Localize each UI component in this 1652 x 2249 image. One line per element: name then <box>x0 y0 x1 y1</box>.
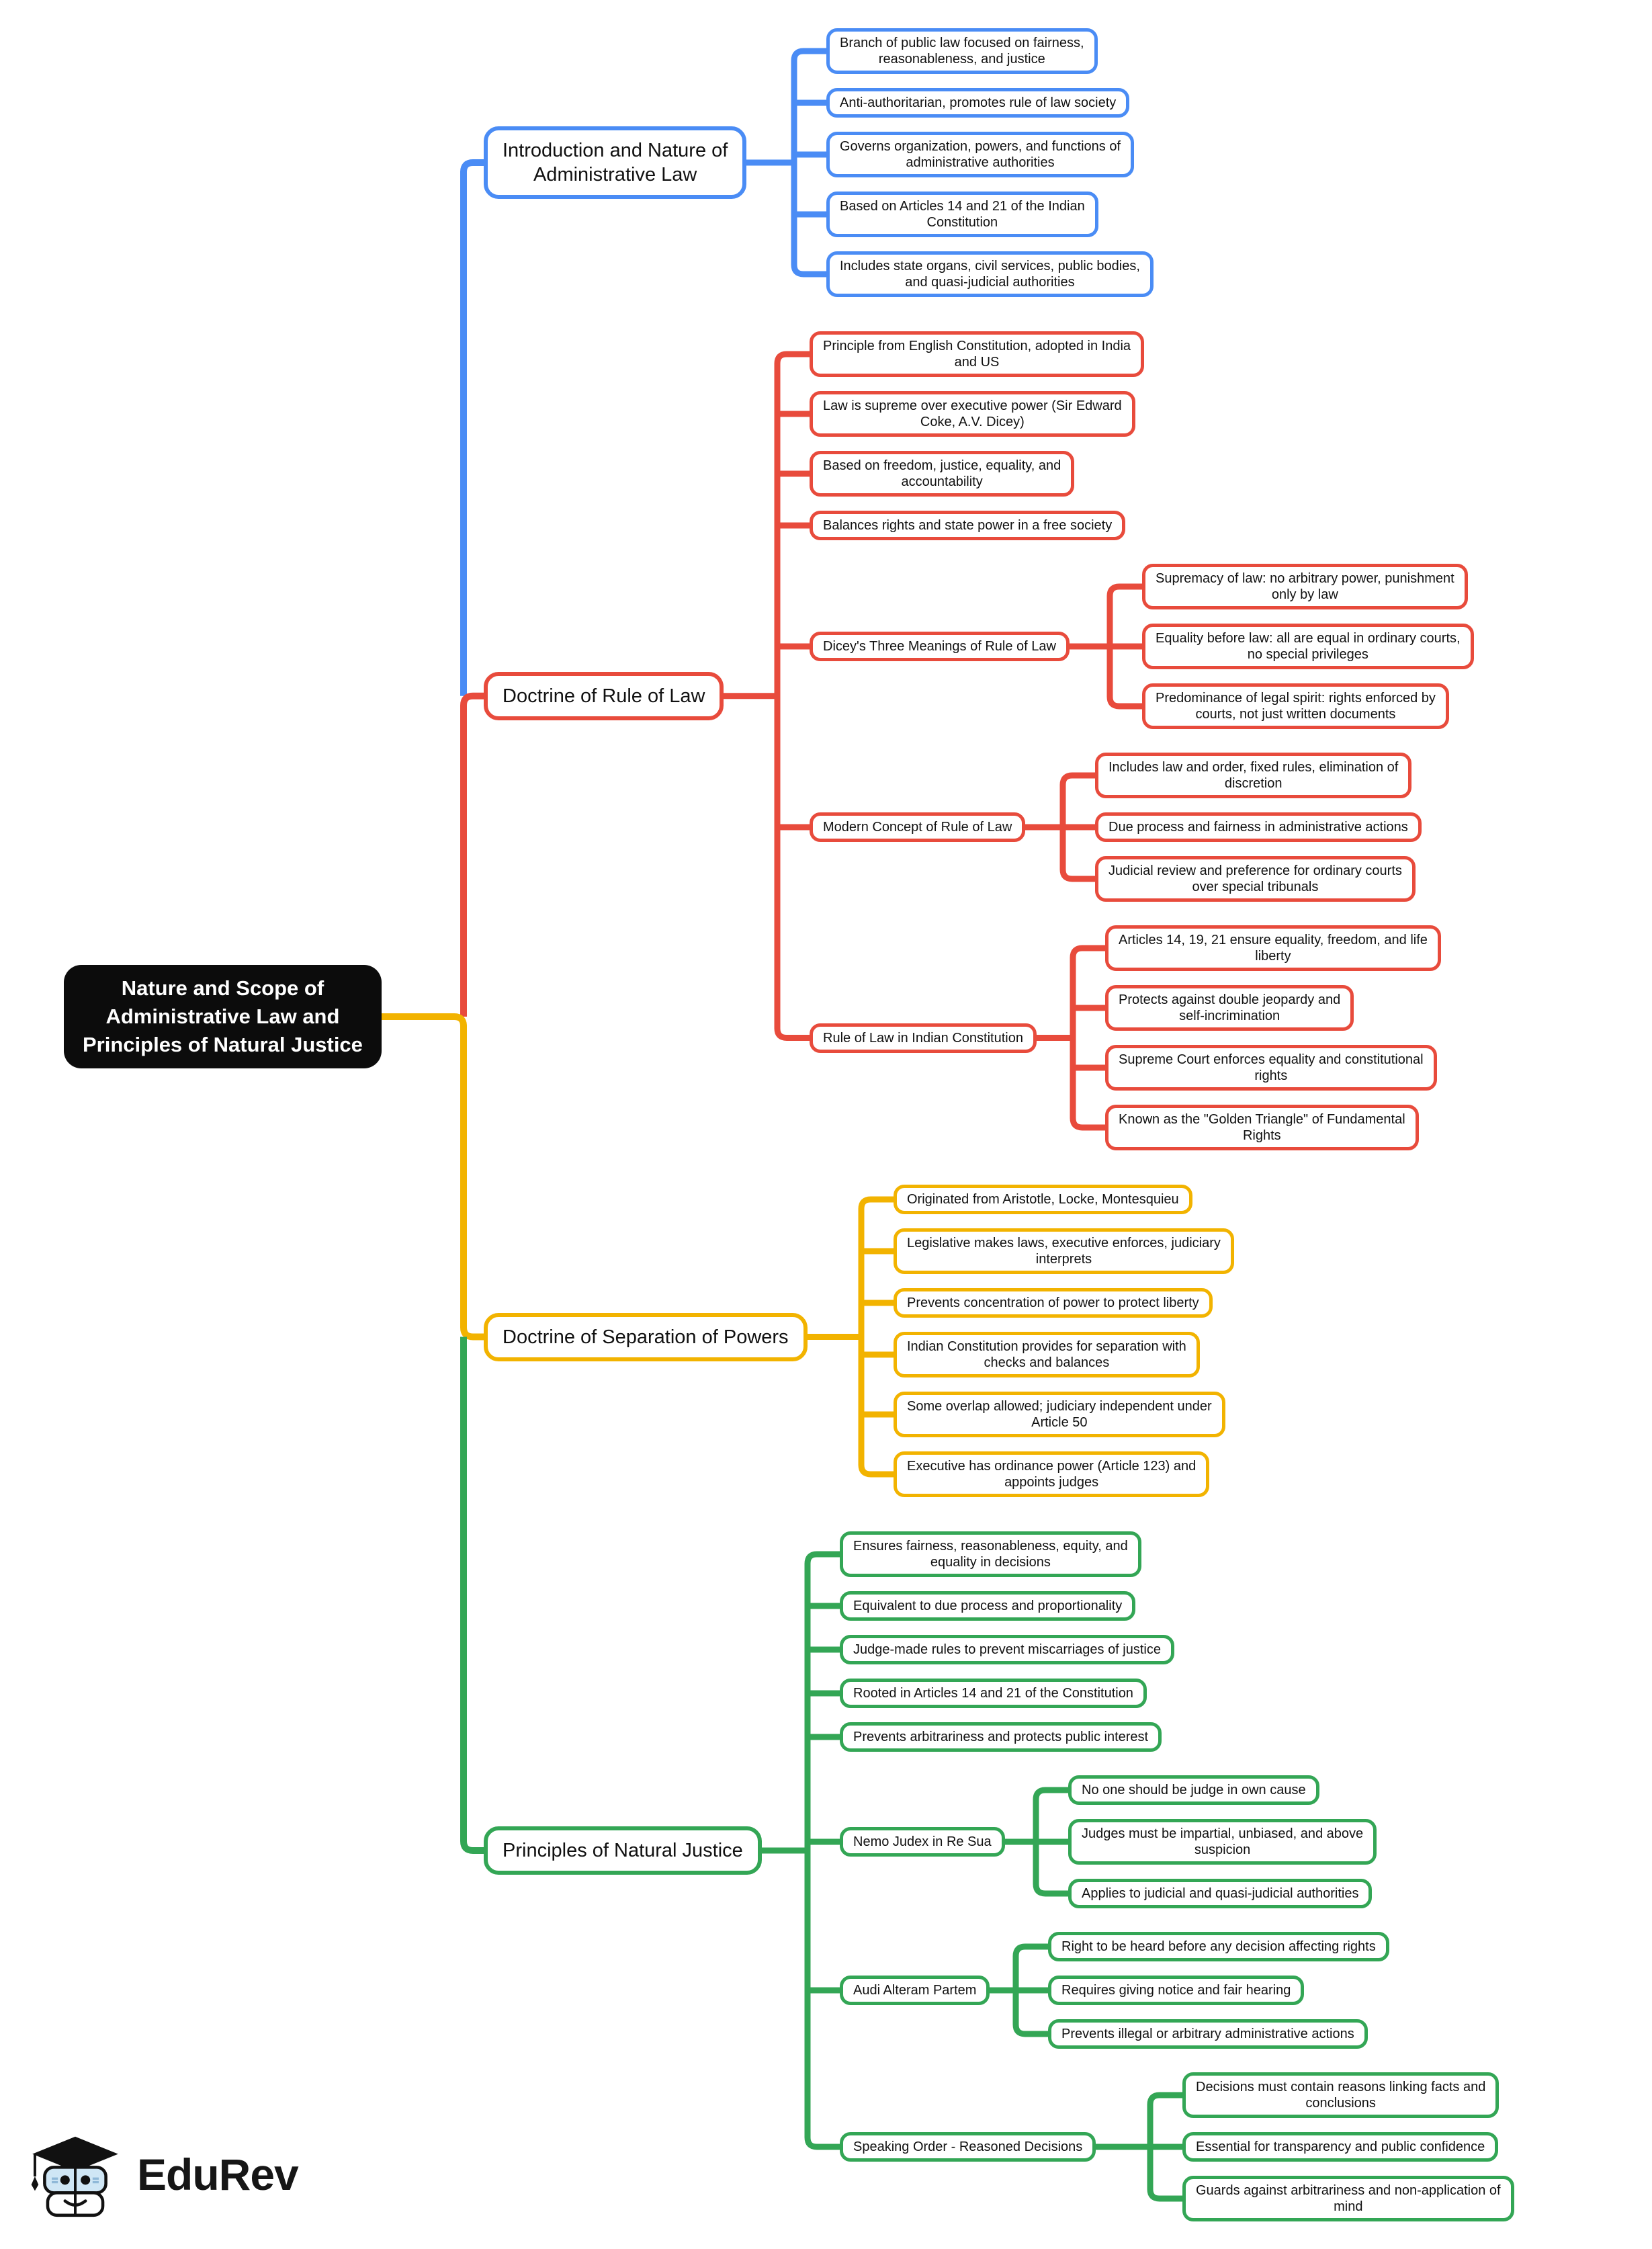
connector <box>1070 945 1105 1131</box>
leaf-node: Due process and fairness in administrati… <box>1095 812 1422 842</box>
leaf-node: Applies to judicial and quasi-judicial a… <box>1068 1879 1373 1908</box>
leaf-node: Prevents concentration of power to prote… <box>894 1288 1213 1318</box>
central-topic: Nature and Scope of Administrative Law a… <box>64 965 382 1068</box>
leaf-node: Executive has ordinance power (Article 1… <box>894 1451 1210 1497</box>
leaf-node: Balances rights and state power in a fre… <box>810 511 1126 540</box>
leaf-node: Includes law and order, fixed rules, eli… <box>1095 753 1412 798</box>
leaf-node: Some overlap allowed; judiciary independ… <box>894 1392 1225 1437</box>
leaf-node: Ensures fairness, reasonableness, equity… <box>840 1531 1141 1577</box>
connector <box>460 159 484 696</box>
topic-node: Nemo Judex in Re Sua <box>840 1827 1005 1857</box>
branch-label-3: Principles of Natural Justice <box>484 1826 762 1875</box>
leaf-node: Requires giving notice and fair hearing <box>1048 1976 1305 2005</box>
topic-node: Modern Concept of Rule of Law <box>810 812 1026 842</box>
connector <box>460 1336 484 1854</box>
connector <box>379 1013 484 1341</box>
leaf-node: Based on freedom, justice, equality, and… <box>810 451 1075 497</box>
leaf-node: Articles 14, 19, 21 ensure equality, fre… <box>1105 925 1441 971</box>
leaf-node: Protects against double jeopardy and sel… <box>1105 985 1354 1031</box>
leaf-node: Includes state organs, civil services, p… <box>826 251 1154 297</box>
leaf-node: Governs organization, powers, and functi… <box>826 132 1135 177</box>
leaf-node: Originated from Aristotle, Locke, Montes… <box>894 1185 1192 1214</box>
leaf-node: Based on Articles 14 and 21 of the India… <box>826 192 1098 237</box>
branch-label-1: Doctrine of Rule of Law <box>484 672 724 720</box>
branch-label-0: Introduction and Nature of Administrativ… <box>484 126 747 199</box>
topic-node: Rule of Law in Indian Constitution <box>810 1023 1037 1053</box>
edurev-logo: EduRev <box>24 2123 299 2225</box>
leaf-node: No one should be judge in own cause <box>1068 1775 1319 1805</box>
leaf-node: Guards against arbitrariness and non-app… <box>1182 2176 1514 2221</box>
leaf-node: Indian Constitution provides for separat… <box>894 1332 1200 1377</box>
leaf-node: Law is supreme over executive power (Sir… <box>810 391 1135 437</box>
topic-node: Speaking Order - Reasoned Decisions <box>840 2132 1096 2162</box>
leaf-node: Prevents illegal or arbitrary administra… <box>1048 2019 1368 2049</box>
branch-label-2: Doctrine of Separation of Powers <box>484 1313 808 1361</box>
connector <box>460 692 484 1017</box>
topic-node: Audi Alteram Partem <box>840 1976 990 2005</box>
leaf-node: Equality before law: all are equal in or… <box>1142 624 1474 669</box>
leaf-node: Supreme Court enforces equality and cons… <box>1105 1045 1437 1091</box>
topic-node: Dicey's Three Meanings of Rule of Law <box>810 632 1070 661</box>
leaf-node: Legislative makes laws, executive enforc… <box>894 1228 1234 1274</box>
leaf-node: Prevents arbitrariness and protects publ… <box>840 1722 1162 1752</box>
connector <box>858 1196 894 1478</box>
leaf-node: Right to be heard before any decision af… <box>1048 1932 1389 1961</box>
leaf-node: Branch of public law focused on fairness… <box>826 28 1098 74</box>
leaf-node: Judicial review and preference for ordin… <box>1095 856 1416 902</box>
leaf-node: Anti-authoritarian, promotes rule of law… <box>826 88 1130 118</box>
edurev-mascot-icon <box>31 2136 118 2217</box>
leaf-node: Principle from English Constitution, ado… <box>810 331 1145 377</box>
leaf-node: Judges must be impartial, unbiased, and … <box>1068 1819 1377 1865</box>
connector <box>804 1551 840 2150</box>
leaf-node: Judge-made rules to prevent miscarriages… <box>840 1635 1174 1664</box>
leaf-node: Rooted in Articles 14 and 21 of the Cons… <box>840 1679 1147 1708</box>
leaf-node: Predominance of legal spirit: rights enf… <box>1142 683 1449 729</box>
connector <box>791 48 826 278</box>
leaf-node: Essential for transparency and public co… <box>1182 2132 1499 2162</box>
edurev-wordmark: EduRev <box>137 2150 299 2199</box>
leaf-node: Supremacy of law: no arbitrary power, pu… <box>1142 564 1468 609</box>
leaf-node: Equivalent to due process and proportion… <box>840 1591 1136 1621</box>
leaf-node: Decisions must contain reasons linking f… <box>1182 2072 1499 2118</box>
connector <box>774 351 810 1041</box>
leaf-node: Known as the "Golden Triangle" of Fundam… <box>1105 1105 1419 1150</box>
